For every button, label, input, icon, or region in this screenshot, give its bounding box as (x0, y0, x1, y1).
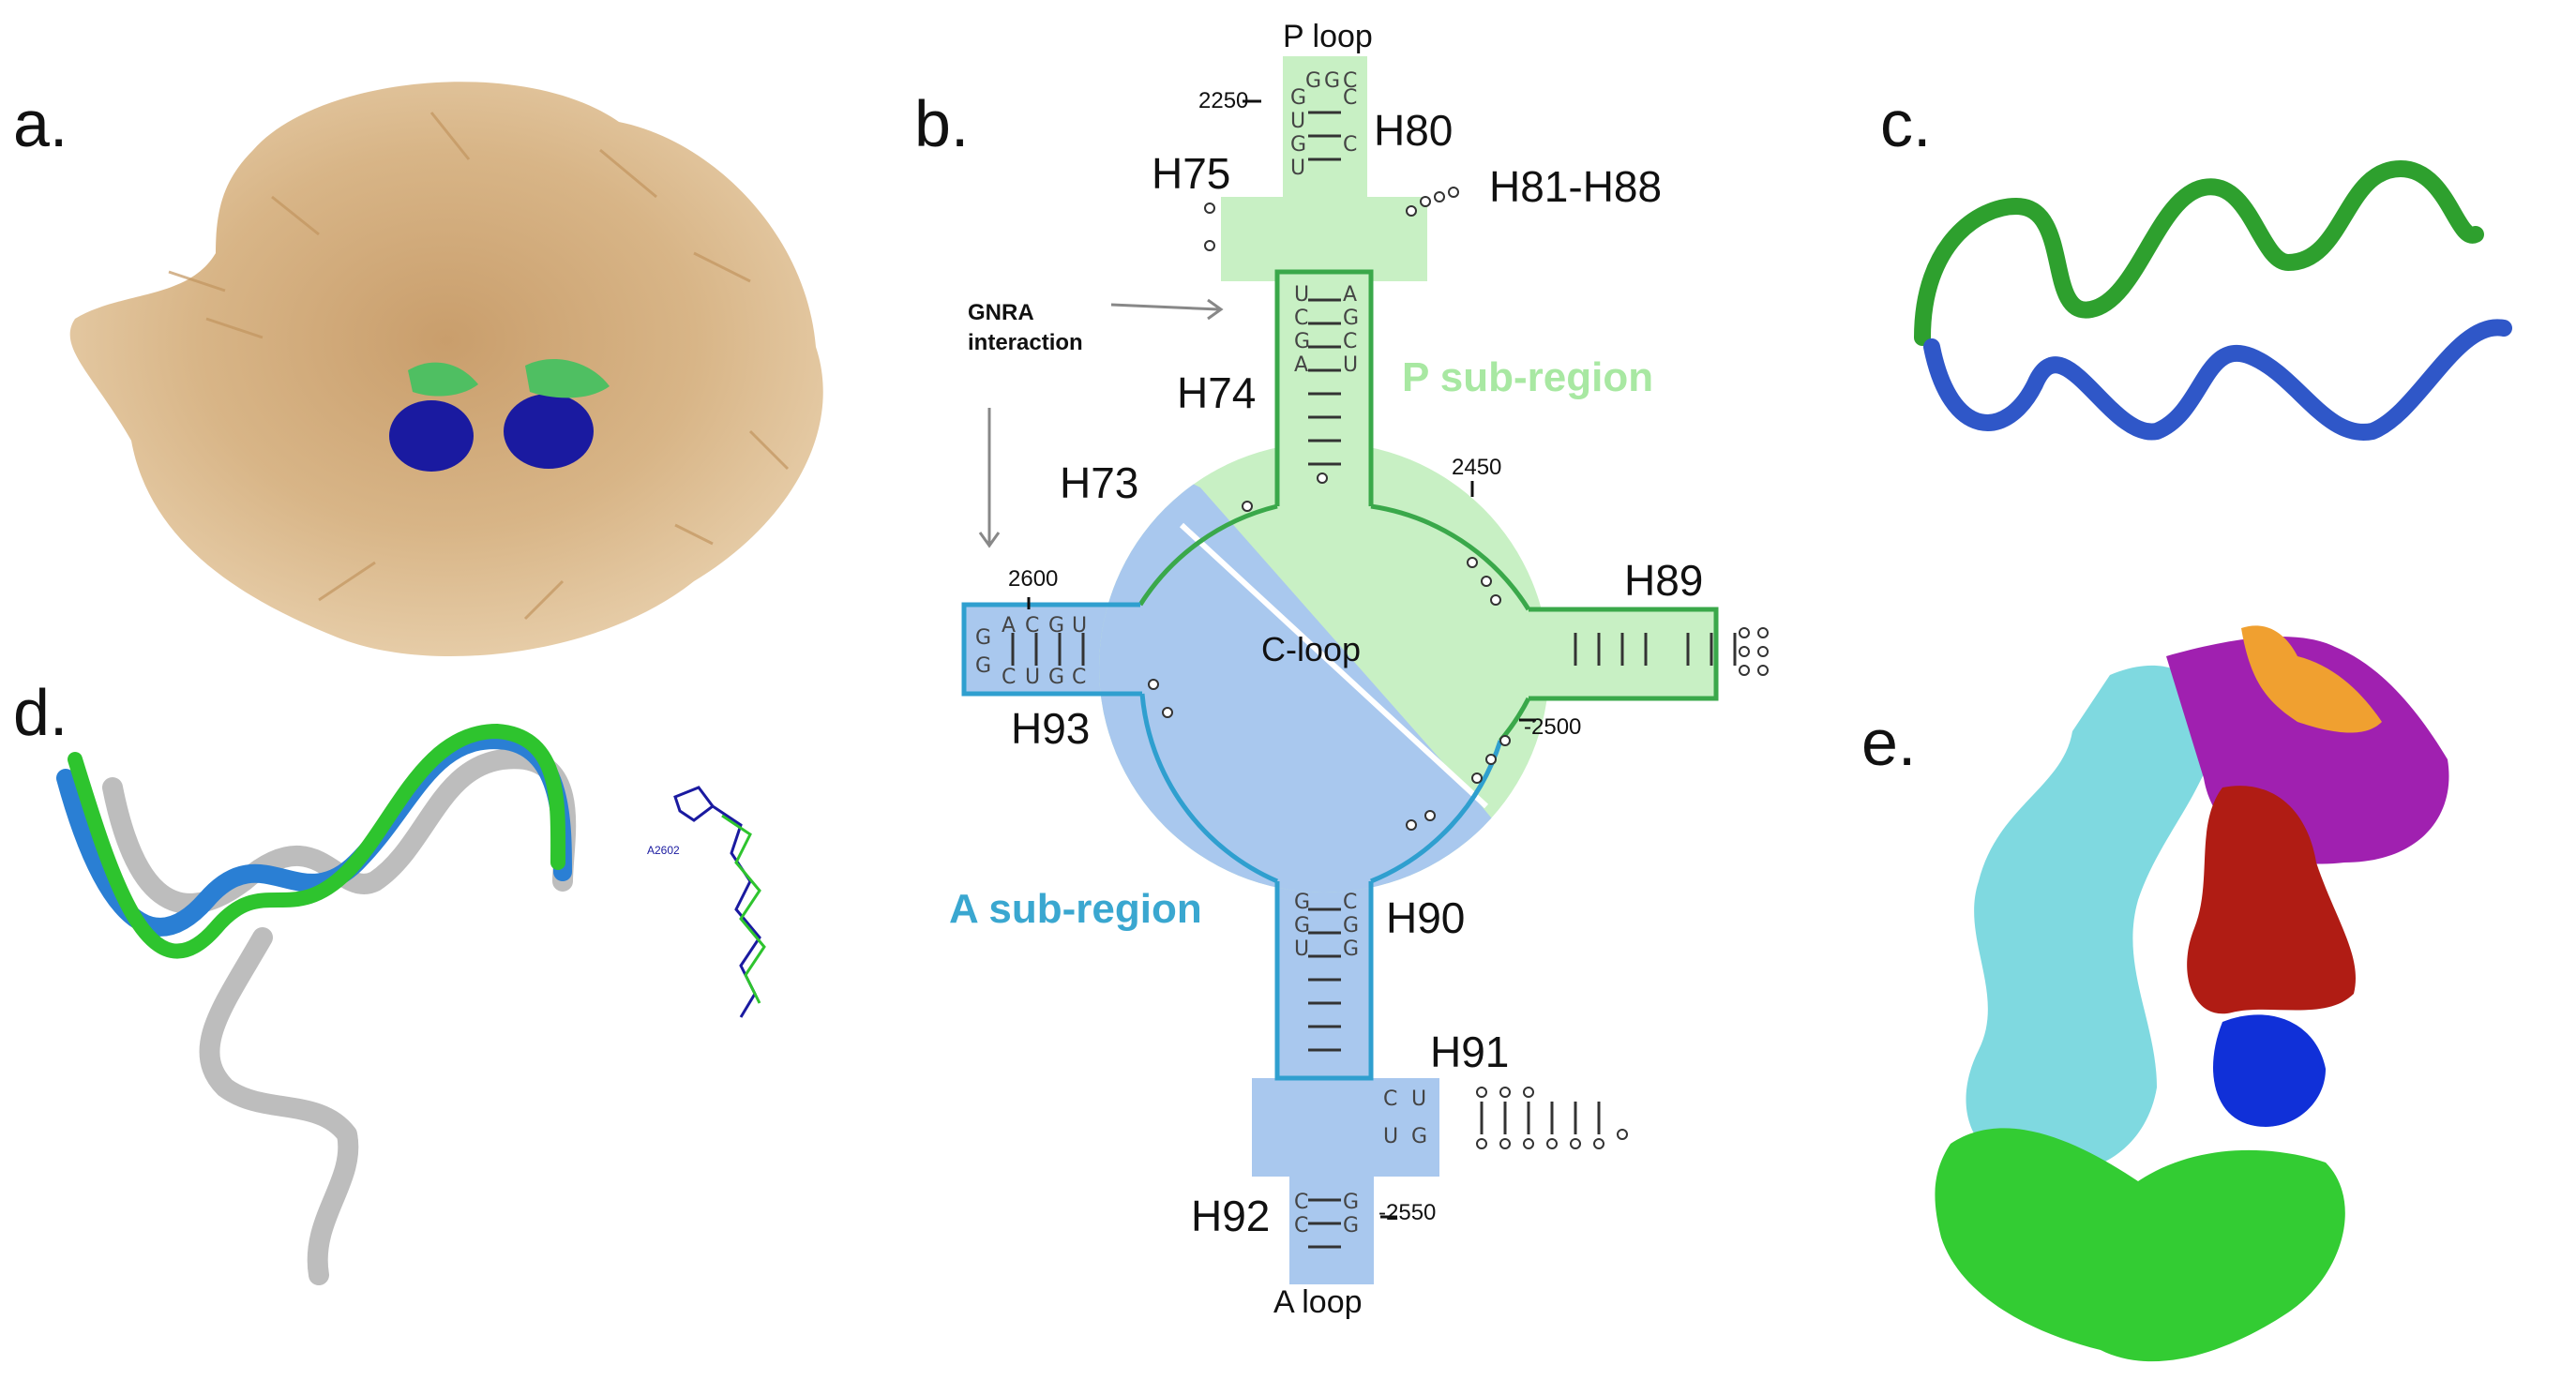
h80-label: H80 (1374, 106, 1454, 155)
position-2500: -2500 (1524, 714, 1582, 740)
position-2250: 2250 (1198, 88, 1249, 113)
panel-d-backbone-overlay (56, 724, 577, 1285)
h91-label: H91 (1430, 1028, 1510, 1076)
a-loop-label: A loop (1273, 1284, 1363, 1320)
residue-label: A2602 (647, 844, 680, 857)
position-2600: 2600 (1008, 566, 1059, 592)
h81-h88-label: H81-H88 (1489, 162, 1663, 211)
h90-label: H90 (1386, 893, 1466, 942)
h92-label: H92 (1191, 1192, 1271, 1240)
panel-d-stick-model (673, 786, 766, 1018)
panel-e-protein-surface (1935, 625, 2449, 1362)
p-sub-region-label: P sub-region (1402, 354, 1654, 400)
panel-e-letter: e. (1861, 706, 1917, 779)
panel-a-ribosome-image (69, 82, 823, 656)
secondary-structure-diagram (961, 56, 1769, 1284)
h93-label: H93 (1011, 704, 1091, 753)
panel-a-letter: a. (13, 87, 68, 160)
h75-label: H75 (1152, 149, 1231, 198)
h89-label: H89 (1624, 556, 1704, 605)
p-loop-label: P loop (1283, 19, 1373, 54)
a-region-shapes (964, 605, 1439, 1284)
a-sub-region-label: A sub-region (949, 886, 1202, 932)
panel-d-letter: d. (13, 676, 68, 749)
panel-c-ribbon-overlay (1914, 160, 2512, 441)
h74-label: H74 (1177, 368, 1257, 417)
position-2550: -2550 (1378, 1200, 1437, 1225)
panel-b-letter: b. (914, 87, 970, 160)
h73-label: H73 (1060, 458, 1139, 507)
position-2450: 2450 (1452, 455, 1502, 480)
panel-c-letter: c. (1880, 87, 1932, 160)
gnra-annotation: GNRA interaction (968, 300, 1083, 355)
c-loop-label: C-loop (1261, 630, 1362, 668)
